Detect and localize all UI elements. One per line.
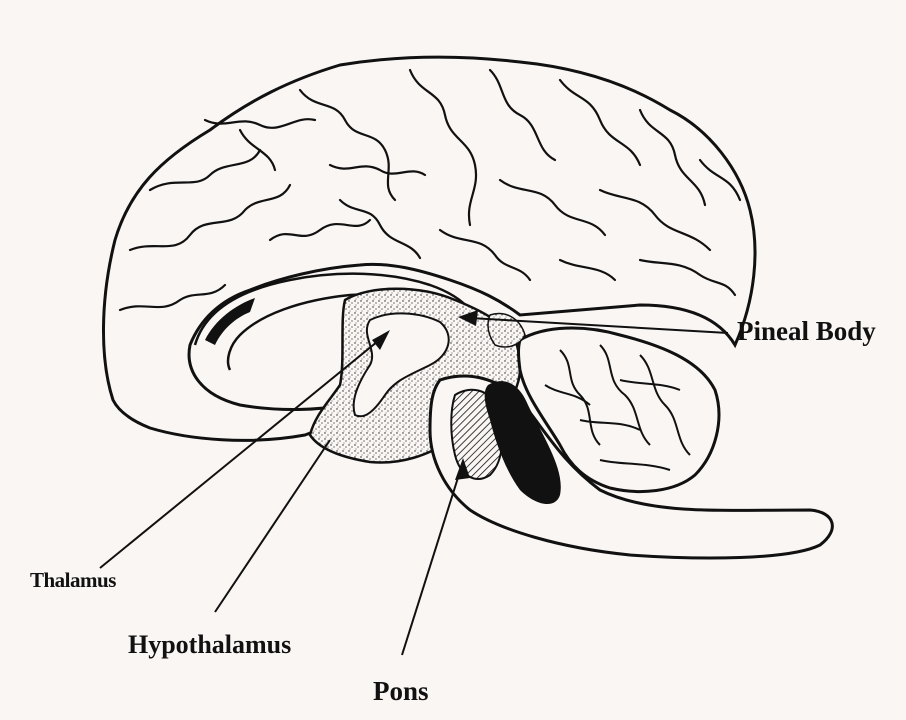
label-pineal-body: Pineal Body	[737, 316, 876, 347]
pons-leader	[402, 465, 462, 655]
label-pons: Pons	[373, 676, 429, 707]
label-thalamus: Thalamus	[30, 568, 116, 593]
hypothalamus-leader	[215, 440, 330, 612]
label-hypothalamus: Hypothalamus	[128, 630, 291, 660]
